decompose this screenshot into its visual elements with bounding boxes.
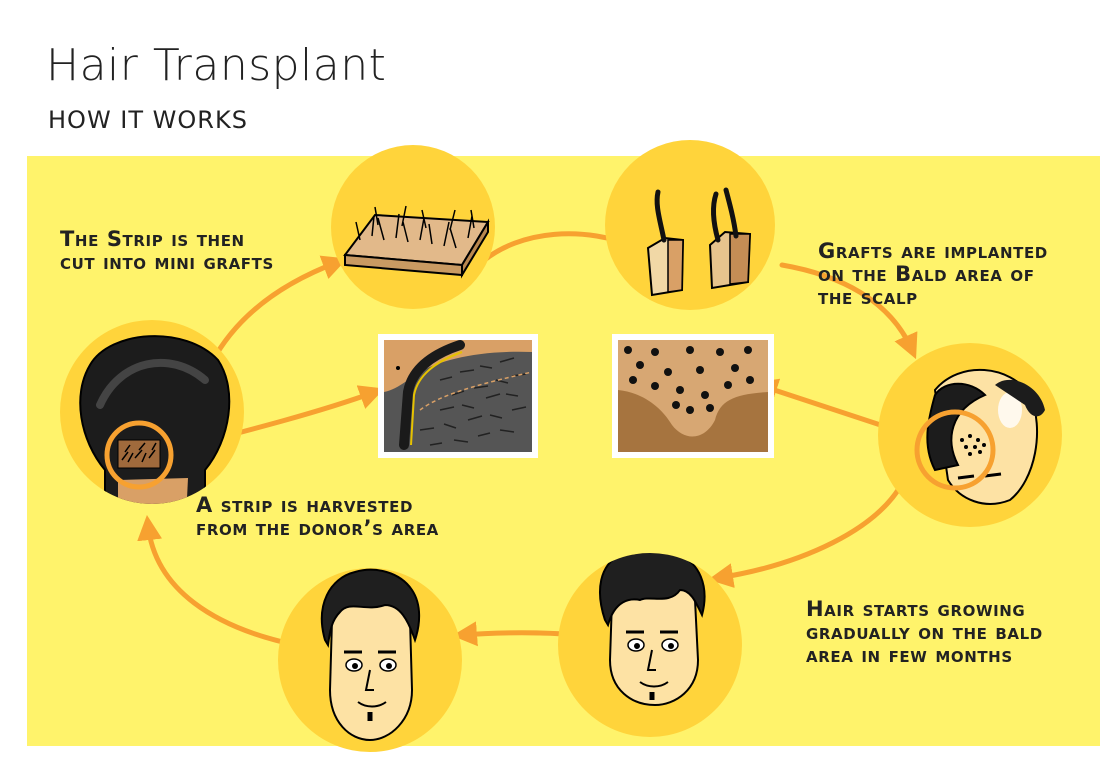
caption-strip-harvested: A strip is harvested from the donor’s ar… [196, 493, 439, 540]
bald-head-illustration [914, 369, 1045, 505]
circle-mini-grafts [605, 140, 775, 310]
caption-grafts-implanted: Grafts are implanted on the Bald area of… [818, 239, 1048, 309]
caption-strip-cut: The Strip is then cut into mini grafts [60, 227, 274, 274]
caption-hair-grows: Hair starts growing gradually on the bal… [806, 597, 1043, 667]
page-title: Hair Transplant [46, 40, 387, 91]
graft-strip-illustration [343, 205, 490, 279]
mini-grafts-illustration [646, 187, 752, 297]
scalp-closeup-illustration [612, 334, 774, 458]
arrow-donor-to-strip [209, 255, 348, 365]
growing-hair-head-illustration [599, 553, 706, 707]
cycle-arrows [137, 230, 923, 648]
arrow-implant-to-growth [708, 475, 908, 588]
back-of-head-illustration [79, 335, 231, 504]
arrow-result-to-donor [137, 515, 299, 648]
follicle-closeup-illustration [378, 334, 538, 458]
final-result-head-illustration [320, 568, 421, 742]
arrow-grafts-to-implant [779, 262, 918, 360]
page-subtitle: HOW IT WORKS [48, 106, 248, 134]
arrow-growth-to-result [452, 621, 578, 647]
